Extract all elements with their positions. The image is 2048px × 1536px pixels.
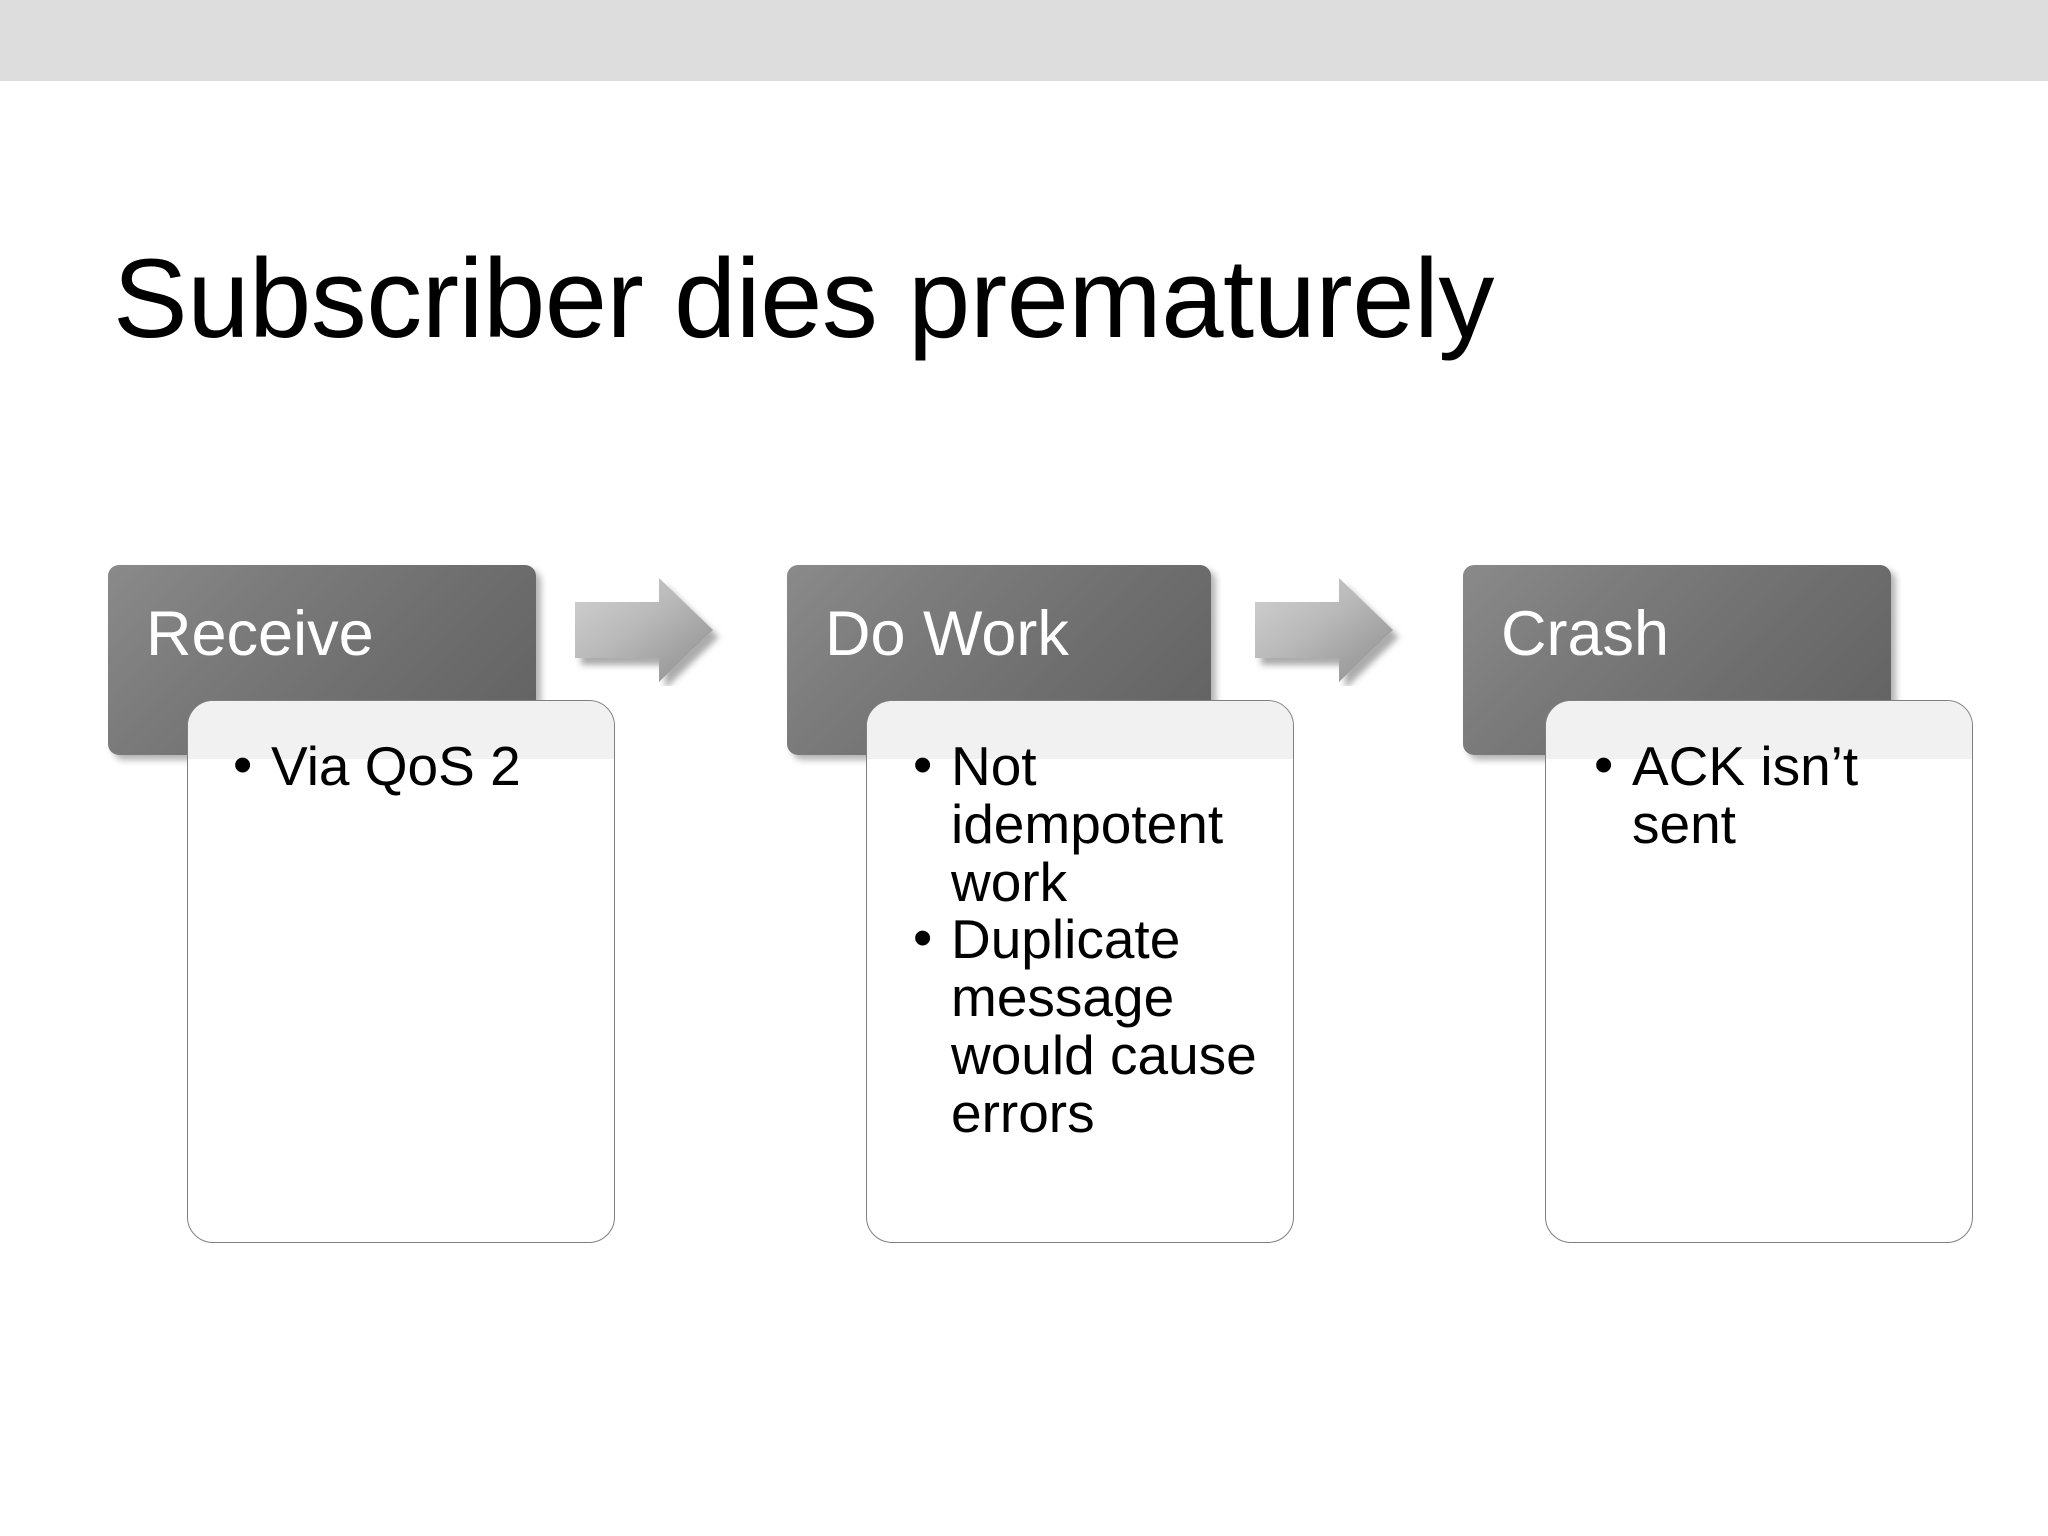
step-card-crash[interactable]: • ACK isn’t sent [1545,700,1973,1243]
arrow-right-icon-2 [1253,574,1405,686]
list-item-label: ACK isn’t sent [1632,735,1859,855]
bullet-glyph: • [1594,733,1614,795]
step-card-do-work[interactable]: • Not idempotent work • Duplicate messag… [866,700,1294,1243]
step-bullet-list: • Not idempotent work • Duplicate messag… [867,701,1293,1142]
list-item-label: Via QoS 2 [271,735,521,797]
list-item: • Via QoS 2 [213,733,602,797]
list-item-label: Duplicate message would cause errors [951,908,1257,1144]
list-item: • Not idempotent work [893,733,1281,913]
list-item-label: Not idempotent work [951,735,1224,913]
step-header-label: Crash [1501,599,1670,669]
list-item: • Duplicate message would cause errors [893,906,1281,1144]
arrow-right-icon-1 [573,574,725,686]
step-bullet-list: • ACK isn’t sent [1546,701,1972,854]
page-title: Subscriber dies prematurely [113,236,1494,362]
bullet-glyph: • [233,733,253,795]
window-top-bar [0,0,2048,81]
step-header-label: Receive [146,599,374,669]
step-bullet-list: • Via QoS 2 [188,701,614,796]
list-item: • ACK isn’t sent [1574,733,1960,855]
bullet-glyph: • [913,733,933,795]
bullet-glyph: • [913,906,933,969]
step-card-receive[interactable]: • Via QoS 2 [187,700,615,1243]
step-header-crash[interactable]: Crash [1463,565,1891,755]
step-header-label: Do Work [825,599,1069,669]
